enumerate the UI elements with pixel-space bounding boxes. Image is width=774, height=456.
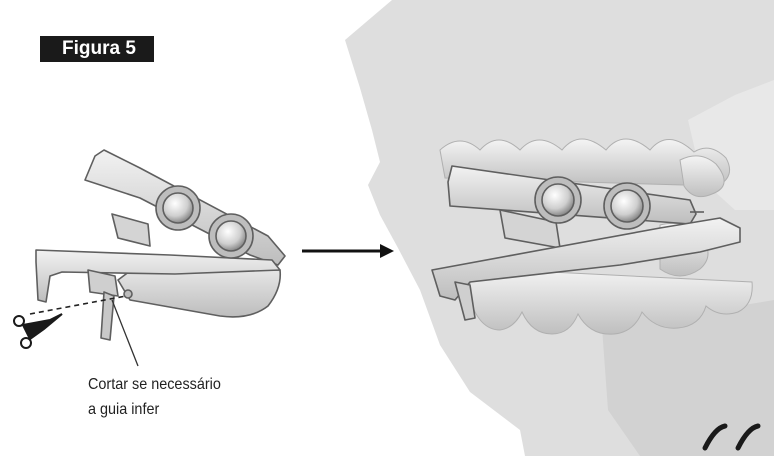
arrow-right-icon — [302, 244, 394, 258]
cut-instruction-caption: Cortar se necessário a guia infer — [88, 372, 221, 422]
device-standalone — [36, 150, 285, 340]
scissors-icon — [14, 314, 62, 348]
caption-line-1: Cortar se necessário — [88, 372, 221, 397]
caption-line-2: a guia infer — [88, 397, 221, 422]
figure-label: Figura 5 — [40, 36, 154, 62]
caption-leader-line — [112, 300, 138, 366]
